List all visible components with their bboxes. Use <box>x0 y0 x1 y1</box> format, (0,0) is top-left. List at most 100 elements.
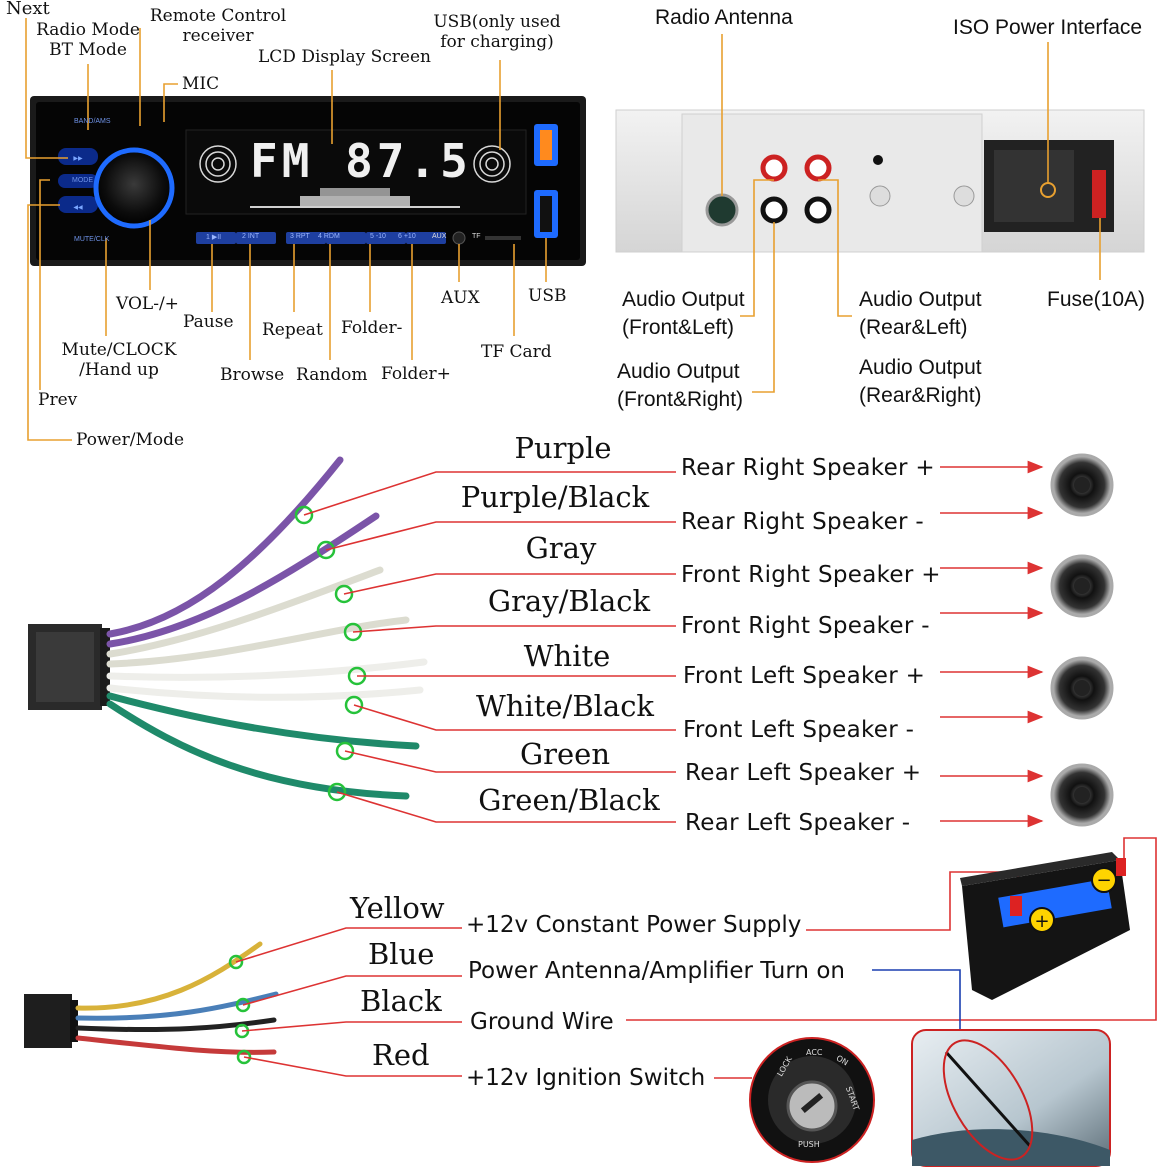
equalizer-bars <box>250 188 460 208</box>
label-remote-line1: Remote Control <box>149 6 287 26</box>
svg-text:◀◀: ◀◀ <box>73 205 83 211</box>
label-pause: Pause <box>183 312 234 332</box>
fuse <box>1092 170 1106 218</box>
label-usb-charging: USB(only used for charging) <box>430 12 564 52</box>
speaker-icon-front-left <box>1050 656 1114 720</box>
wire-function-ignition: +12v Ignition Switch <box>466 1065 706 1091</box>
label-mic: MIC <box>182 74 220 94</box>
panel-key-6: 6 +10 <box>398 233 416 240</box>
svg-text:▶▶: ▶▶ <box>73 156 83 162</box>
mode-button <box>58 174 98 188</box>
antenna-socket <box>705 193 739 227</box>
wire-function-front-left-plus: Front Left Speaker + <box>683 663 926 689</box>
panel-key-5: 5 -10 <box>370 233 386 240</box>
ignition-switch-icon <box>749 1037 875 1163</box>
label-fuse: Fuse(10A) <box>1047 288 1146 311</box>
label-power-mode: Power/Mode <box>76 430 185 450</box>
wire-color-purple-black: Purple/Black <box>460 480 650 514</box>
wire-color-white-black: White/Black <box>475 689 655 723</box>
wire-color-white: White <box>523 639 611 673</box>
ignition-acc-text: ACC <box>806 1048 823 1057</box>
label-radio-mode: Radio Mode <box>36 20 140 40</box>
wire-color-gray: Gray <box>525 531 597 565</box>
power-wire-markers <box>228 954 252 1065</box>
wire-color-blue: Blue <box>368 937 435 971</box>
label-afl-line1: Audio Output <box>622 288 745 311</box>
label-remote-receiver: Remote Control receiver <box>148 6 288 46</box>
panel-key-3: 3 RPT <box>290 233 310 240</box>
label-bt-mode: BT Mode <box>49 40 127 60</box>
rca-front-right <box>760 196 788 224</box>
label-mute-clock: Mute/CLOCK /Hand up <box>58 340 180 380</box>
wire-function-rear-right-plus: Rear Right Speaker + <box>681 455 935 481</box>
rear-panel <box>615 109 1145 253</box>
svg-text:−: − <box>1096 870 1111 891</box>
label-repeat: Repeat <box>262 320 323 340</box>
wire-color-yellow: Yellow <box>350 891 445 925</box>
wire-function-rear-left-minus: Rear Left Speaker - <box>685 810 911 836</box>
display-disk-right <box>473 145 511 183</box>
label-afl-line2: (Front&Left) <box>622 316 735 339</box>
label-random: Random <box>296 365 368 385</box>
wire-color-green-black: Green/Black <box>478 783 660 817</box>
wire-function-rear-right-minus: Rear Right Speaker - <box>681 509 924 535</box>
speaker-icon-rear-right <box>1050 453 1114 517</box>
panel-key-4: 4 RDM <box>318 233 340 240</box>
panel-mute-label: MUTE/CLK <box>74 236 110 243</box>
power-connector <box>24 994 78 1048</box>
car-antenna-photo <box>911 1029 1111 1167</box>
wire-function-front-left-minus: Front Left Speaker - <box>683 717 915 743</box>
rear-panel-leaders <box>721 34 1101 393</box>
label-mute-line2: /Hand up <box>79 360 159 380</box>
display-disk-left <box>199 145 237 183</box>
rca-front-left <box>760 154 788 182</box>
battery-negative-terminal <box>1091 867 1117 893</box>
label-browse: Browse <box>220 365 285 385</box>
label-prev: Prev <box>38 390 78 410</box>
label-aux: AUX <box>441 288 480 308</box>
wire-color-purple: Purple <box>514 431 612 465</box>
label-usb-charging-line1: USB(only used <box>433 12 561 32</box>
speaker-arrows <box>940 460 1044 828</box>
battery-positive-terminal <box>1029 907 1055 933</box>
panel-key-2: 2 INT <box>242 233 260 240</box>
wire-color-green: Green <box>519 737 611 771</box>
label-radio-bt-mode: Radio Mode BT Mode <box>36 20 140 60</box>
speaker-connector <box>28 624 110 710</box>
panel-key-1: 1 ▶II <box>206 234 222 241</box>
label-arl-line1: Audio Output <box>859 288 982 311</box>
next-button <box>58 148 98 165</box>
label-arr-line2: (Rear&Right) <box>859 384 982 407</box>
label-folder-minus: Folder- <box>341 318 403 338</box>
wire-function-constant-power: +12v Constant Power Supply <box>466 912 802 938</box>
wire-color-red: Red <box>372 1038 430 1072</box>
power-wires <box>75 941 279 1055</box>
speaker-icon-rear-left <box>1050 763 1114 827</box>
label-usb-charging-line2: for charging) <box>440 32 554 52</box>
wire-color-black: Black <box>360 984 442 1018</box>
label-audio-front-left: Audio Output (Front&Left) <box>622 286 745 342</box>
speaker-red-leaders <box>303 471 676 823</box>
wire-function-ground: Ground Wire <box>470 1009 614 1035</box>
speaker-wire-markers <box>294 505 367 802</box>
label-audio-front-right: Audio Output (Front&Right) <box>617 358 743 414</box>
power-red-leaders <box>235 927 462 1077</box>
speaker-icon-front-right <box>1050 554 1114 618</box>
panel-mode-label: MODE <box>72 177 93 184</box>
aux-jack <box>452 231 466 245</box>
wire-function-front-right-plus: Front Right Speaker + <box>681 562 941 588</box>
number-keys <box>196 232 446 244</box>
label-audio-rear-right: Audio Output (Rear&Right) <box>859 354 982 410</box>
ignition-push-text: PUSH <box>798 1140 820 1149</box>
wire-function-front-right-minus: Front Right Speaker - <box>681 613 930 639</box>
label-mute-line1: Mute/CLOCK <box>61 340 177 360</box>
panel-aux-label: AUX <box>432 233 447 240</box>
wire-function-rear-left-plus: Rear Left Speaker + <box>685 760 922 786</box>
prev-button <box>58 196 98 213</box>
head-unit-leaders <box>25 18 547 441</box>
rca-rear-left <box>804 154 832 182</box>
head-unit-front: ▶▶ ◀◀ <box>30 96 586 266</box>
wire-function-antenna-turnon: Power Antenna/Amplifier Turn on <box>468 958 845 984</box>
panel-tf-label: TF <box>472 233 481 240</box>
